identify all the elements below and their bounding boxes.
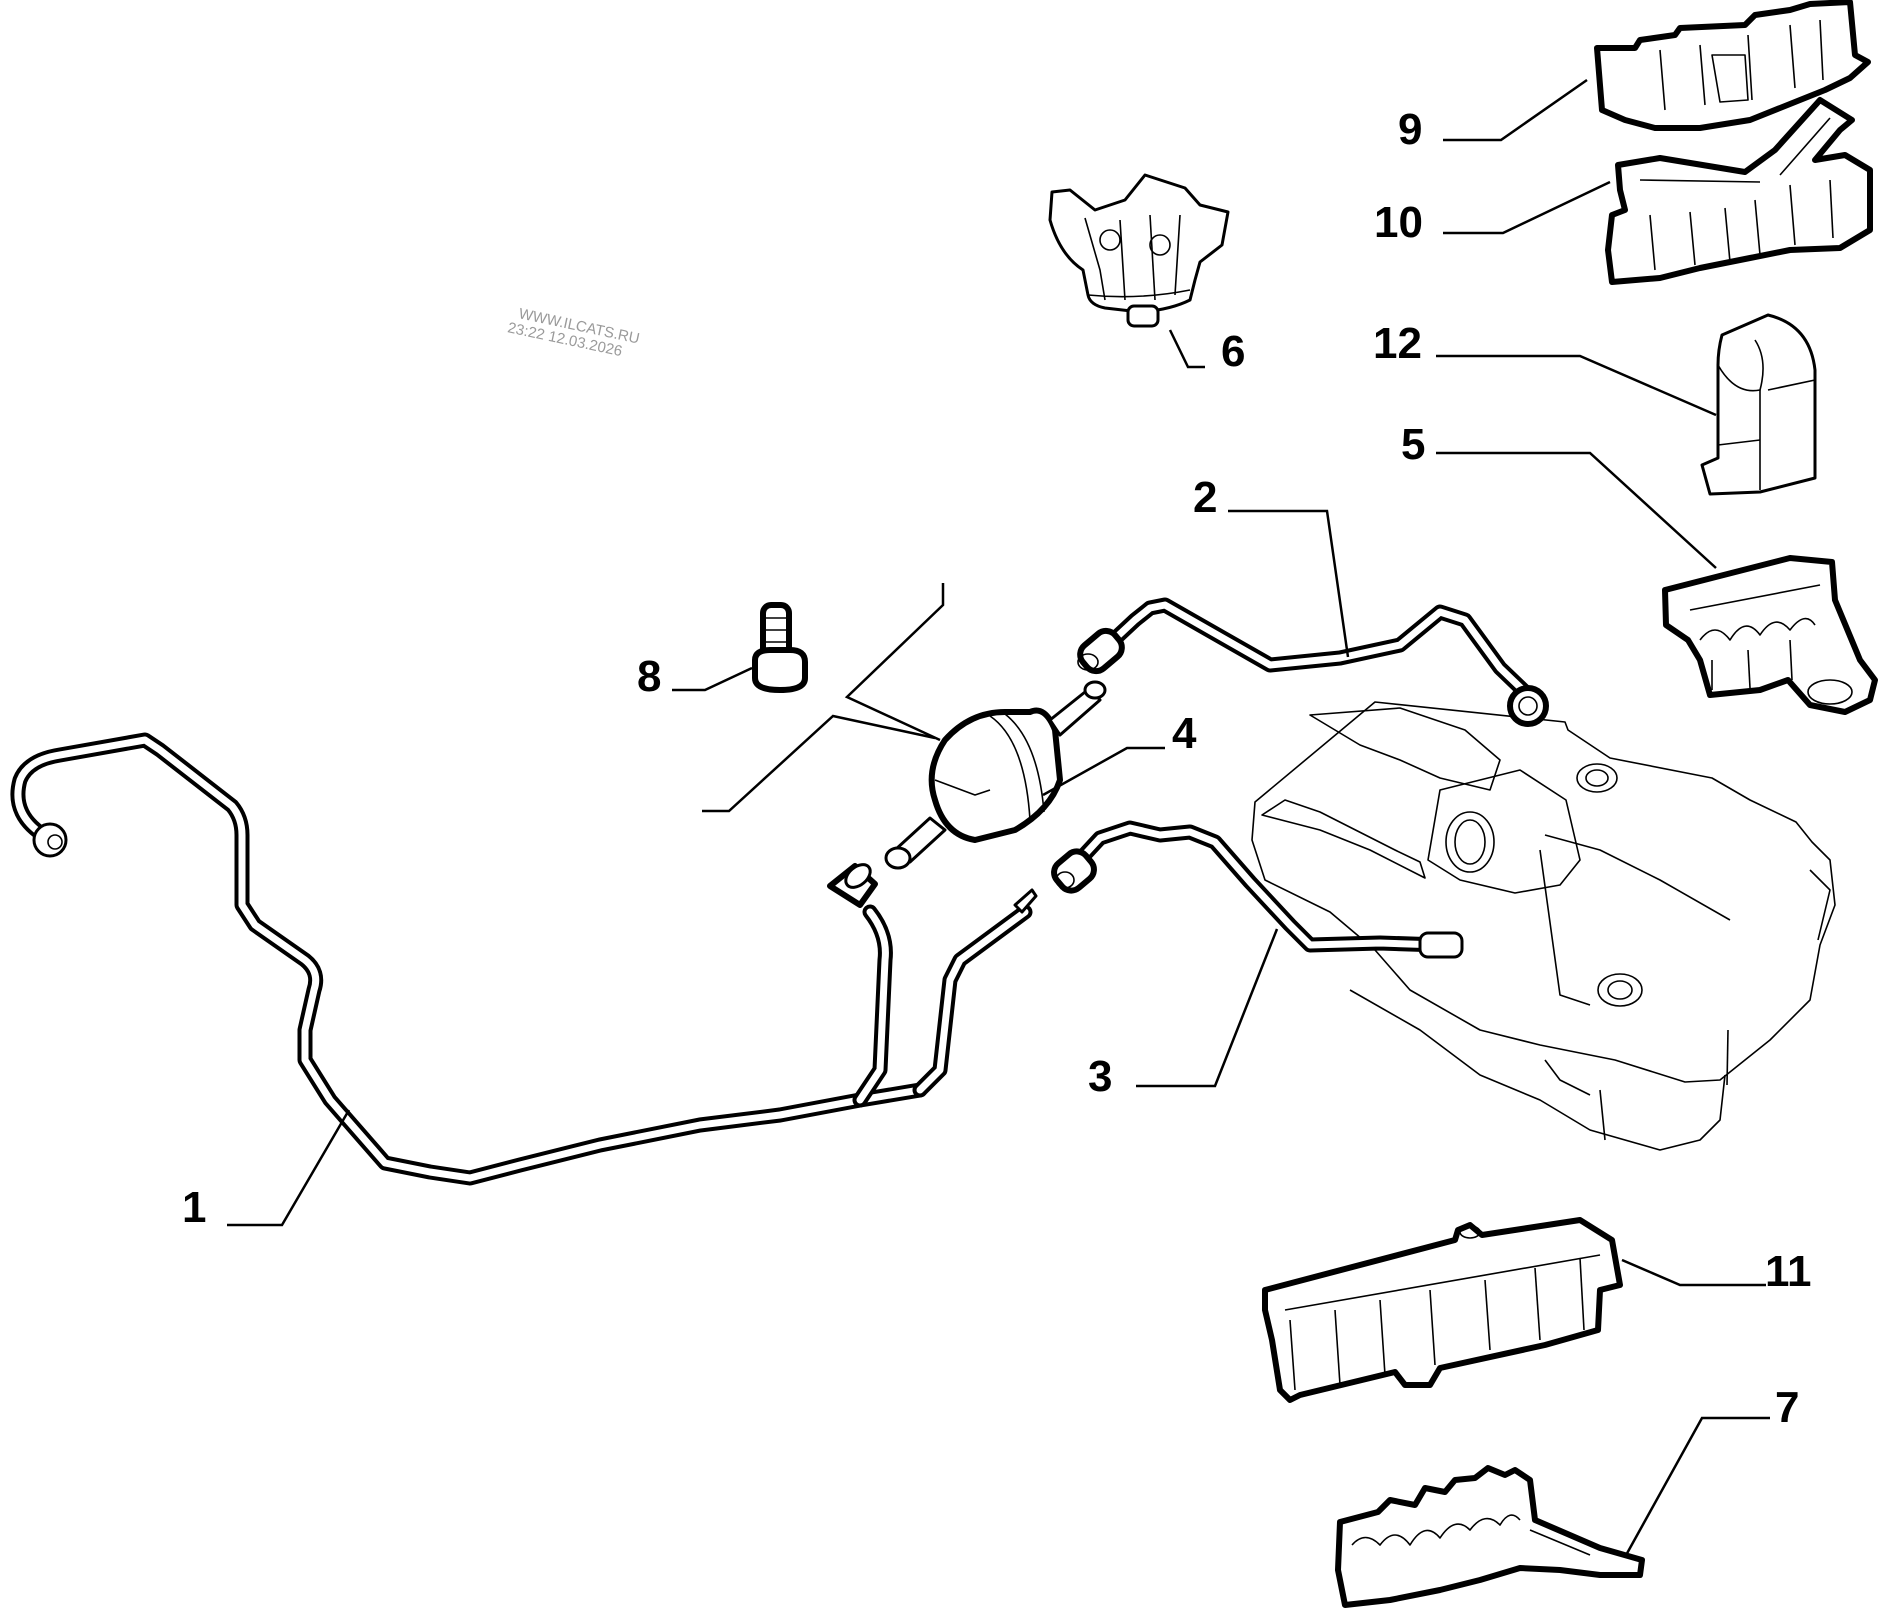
leader-4-bracket-lower [702,714,936,813]
leader-4-bracket-upper [844,583,945,742]
callout-1: 1 [182,1183,206,1232]
leader-9 [1443,78,1588,142]
callout-12: 12 [1373,319,1422,368]
callout-5: 5 [1401,420,1425,469]
leader-8 [672,666,753,692]
pipe-clip-bracket [1262,1217,1623,1403]
pipe-1 [10,732,1038,1186]
watermark: WWW.ILCATS.RU 23:22 12.03.2026 [506,305,641,360]
leader-10 [1443,180,1611,235]
fuel-filter [884,680,1107,870]
leader-2 [1228,509,1350,658]
callout-9: 9 [1398,105,1422,154]
leader-11 [1621,1258,1766,1287]
clip-with-stud [1662,555,1878,715]
leader-6 [1168,329,1205,369]
leader-7 [1623,1416,1770,1558]
multi-pipe-clip-10 [1605,97,1873,285]
callout-4: 4 [1172,709,1197,758]
callout-2: 2 [1193,473,1217,522]
bolt [752,602,808,693]
fuel-tank [1251,701,1836,1151]
callout-8: 8 [637,652,661,701]
pipe-clip-with-tab [1335,1465,1645,1608]
callout-3: 3 [1088,1052,1112,1101]
single-pipe-clip [1700,313,1817,496]
leader-1 [227,1109,351,1227]
leader-3 [1136,928,1279,1088]
leader-12 [1436,354,1717,417]
callout-7: 7 [1775,1383,1799,1432]
pipe-3 [1051,820,1464,959]
callout-10: 10 [1374,198,1423,247]
pipe-2 [1077,597,1549,727]
multi-pipe-clip-9 [1594,0,1871,131]
callout-labels: 1 2 3 4 5 6 7 8 9 10 11 12 [182,105,1812,1432]
callout-11: 11 [1765,1247,1812,1296]
callout-6: 6 [1221,327,1245,376]
leader-lines [227,78,1770,1558]
leader-4 [1042,746,1165,797]
leader-5 [1436,451,1717,569]
clip-holder [1048,173,1230,328]
